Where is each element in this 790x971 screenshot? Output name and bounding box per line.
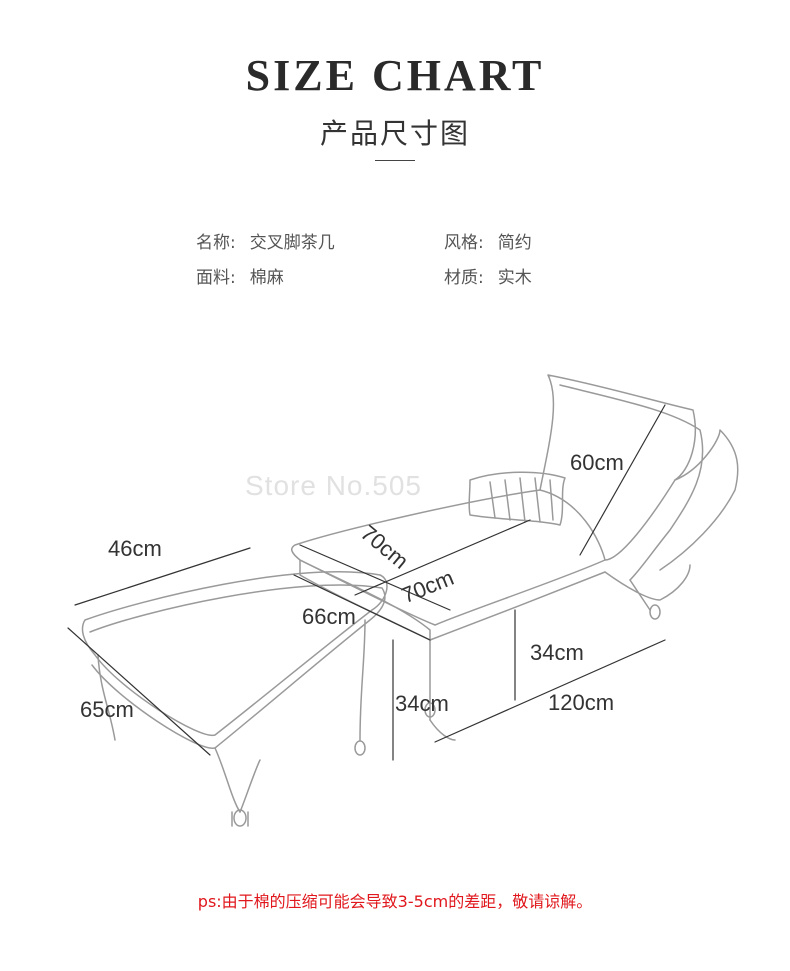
spec-style-label: 风格: [444, 233, 484, 253]
compression-note: ps:由于棉的压缩可能会导致3-5cm的差距，敬请谅解。 [197, 892, 593, 911]
dim-line-sofa-length [434, 639, 666, 743]
dimension-lines [67, 404, 666, 761]
spec-fabric-label: 面料: [196, 268, 236, 288]
dim-line-back-height [579, 404, 666, 556]
store-watermark: Store No.505 [245, 470, 422, 501]
spec-fabric-value: 棉麻 [249, 268, 284, 288]
spec-name: 名称: 交叉脚茶几 [196, 228, 335, 253]
dim-seat-depth: 66cm [302, 604, 356, 629]
spec-name-value: 交叉脚茶几 [249, 233, 335, 253]
dim-ottoman-width: 46cm [108, 536, 162, 561]
ottoman-drawing [81, 570, 388, 827]
dim-line-ottoman-width [74, 547, 251, 606]
dim-line-ottoman-length [67, 627, 211, 756]
spec-material-value: 实木 [497, 268, 532, 288]
spec-name-label: 名称: [196, 233, 236, 253]
dim-line-cushion-a [299, 544, 451, 611]
dim-back-height: 60cm [570, 450, 624, 475]
spec-fabric: 面料: 棉麻 [196, 263, 284, 288]
title-divider [375, 160, 415, 161]
dim-sofa-height: 34cm [530, 640, 584, 665]
spec-material: 材质: 实木 [444, 263, 532, 288]
sofa-drawing [291, 374, 739, 741]
dim-ottoman-length: 65cm [80, 697, 134, 722]
spec-style-value: 简约 [497, 233, 532, 253]
spec-style: 风格: 简约 [444, 228, 532, 253]
page-title: SIZE CHART [245, 51, 545, 100]
dim-line-cushion-b [354, 519, 531, 596]
sofa-bed-diagram [67, 374, 739, 827]
spec-material-label: 材质: [444, 268, 484, 288]
page-subtitle: 产品尺寸图 [319, 117, 470, 150]
dim-ottoman-height: 34cm [395, 691, 449, 716]
dim-sofa-length: 120cm [548, 690, 615, 715]
dim-line-seat-depth [293, 574, 431, 641]
